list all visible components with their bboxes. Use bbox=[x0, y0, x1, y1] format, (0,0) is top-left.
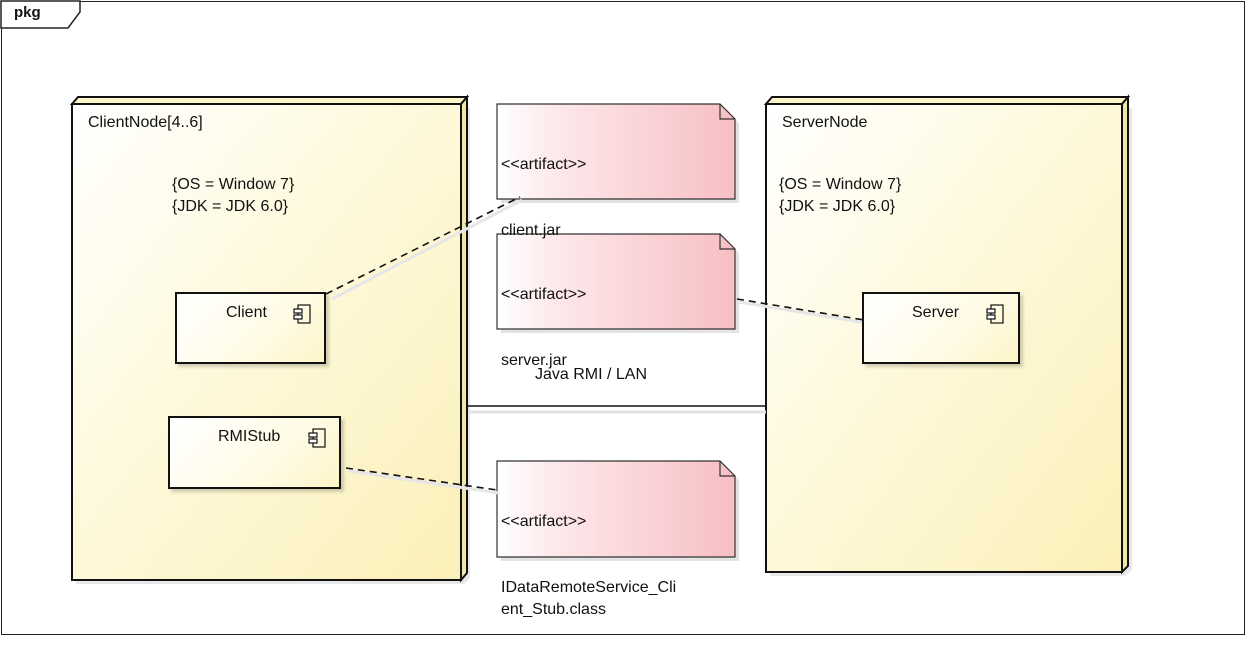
package-frame bbox=[1, 1, 1245, 635]
artifact-name: IDataRemoteService_Cli ent_Stub.class bbox=[501, 579, 677, 618]
server-node-os-constraint: {OS = Window 7} bbox=[779, 176, 902, 193]
server-node-box[interactable] bbox=[763, 94, 1132, 576]
component-icon bbox=[986, 304, 1004, 324]
server-component-name: Server bbox=[912, 304, 960, 321]
artifact-stub-class-shape[interactable] bbox=[496, 460, 739, 561]
server-node-jdk-constraint: {JDK = JDK 6.0} bbox=[779, 198, 896, 215]
communication-path-label: Java RMI / LAN bbox=[535, 366, 648, 383]
client-component[interactable]: Client bbox=[175, 292, 326, 364]
artifact-client-jar-shape[interactable] bbox=[496, 103, 739, 203]
component-icon bbox=[308, 428, 326, 448]
package-label: pkg bbox=[14, 4, 41, 21]
artifact-stereotype: <<artifact>> bbox=[501, 286, 587, 303]
artifact-name: client.jar bbox=[501, 222, 561, 239]
diagram-shapes bbox=[69, 94, 1132, 584]
artifact-stereotype: <<artifact>> bbox=[501, 156, 587, 173]
client-node-name: ClientNode[4..6] bbox=[88, 114, 203, 131]
component-icon bbox=[293, 304, 311, 324]
artifact-server-jar-shape[interactable] bbox=[496, 233, 739, 333]
manifestation-server[interactable] bbox=[736, 298, 867, 325]
server-node-name: ServerNode bbox=[782, 114, 868, 131]
rmistub-component-name: RMIStub bbox=[218, 428, 281, 445]
client-node-os-constraint: {OS = Window 7} bbox=[172, 176, 295, 193]
package-tab bbox=[0, 0, 81, 29]
rmistub-component[interactable]: RMIStub bbox=[168, 416, 341, 489]
client-component-name: Client bbox=[226, 304, 267, 321]
manifestation-rmistub[interactable] bbox=[345, 467, 500, 495]
artifact-stereotype: <<artifact>> bbox=[501, 513, 587, 530]
manifestation-client[interactable] bbox=[325, 196, 523, 301]
client-node-box[interactable] bbox=[69, 94, 470, 584]
client-node-jdk-constraint: {JDK = JDK 6.0} bbox=[172, 198, 289, 215]
artifact-name: server.jar bbox=[501, 352, 567, 369]
communication-path[interactable] bbox=[468, 405, 766, 414]
server-component[interactable]: Server bbox=[862, 292, 1020, 364]
